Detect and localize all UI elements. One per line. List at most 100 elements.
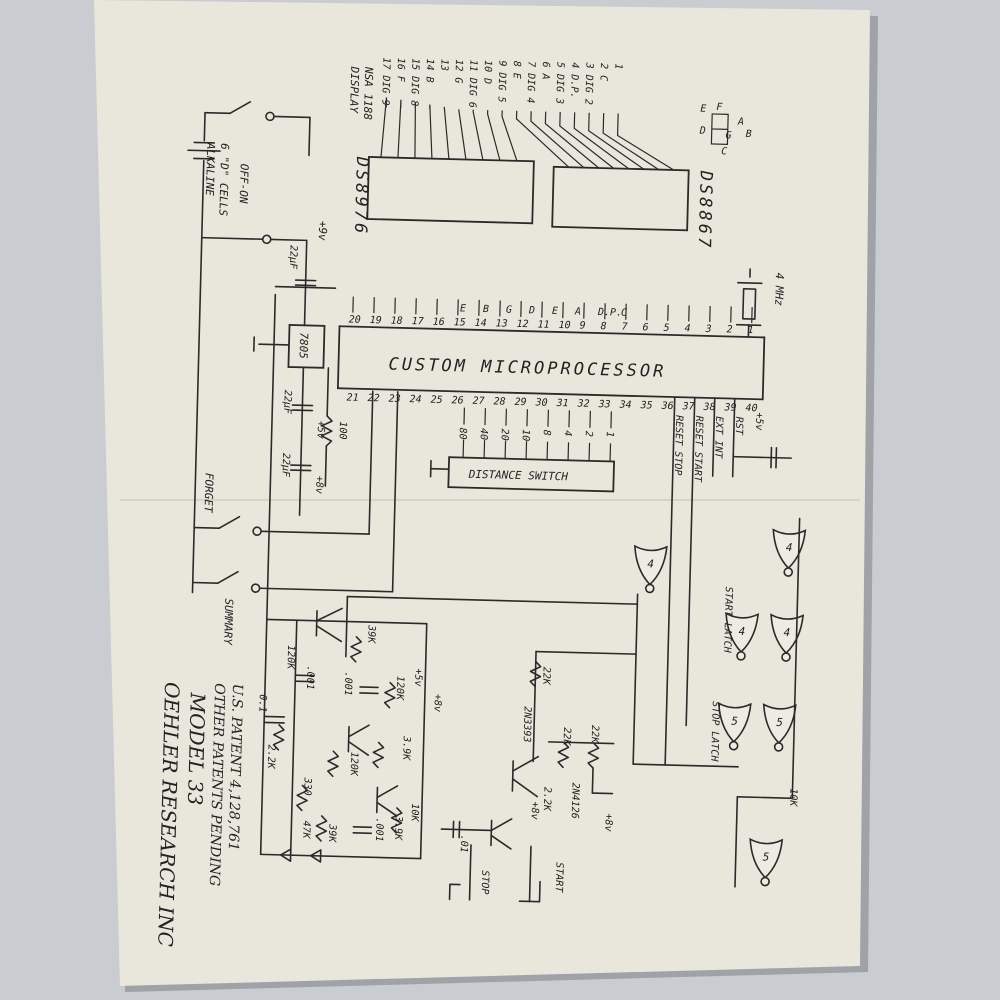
mcu-pin-number: 3 — [704, 324, 711, 335]
r330-label: 330 — [301, 776, 312, 795]
cap-22uf-label-2: 22µF — [281, 390, 293, 415]
crystal-4mhz — [735, 268, 763, 338]
display-wiring — [380, 97, 675, 171]
mcu-pin-number: 39 — [723, 402, 736, 413]
display-pin-label: 12 G — [452, 59, 464, 83]
r2-2k-label-2: 2.2K — [541, 787, 553, 812]
segment-letter: C — [621, 308, 627, 319]
r3-9k-label-2: 3.9K — [392, 815, 404, 841]
svg-text:G: G — [725, 130, 731, 141]
display-pin-label: 6 A — [540, 61, 551, 79]
input-section — [440, 650, 739, 903]
svg-text:B: B — [746, 129, 752, 140]
segment-letter: E — [460, 303, 466, 314]
segment-letter: G — [506, 305, 512, 316]
r120k-label-1: 120K — [284, 645, 296, 670]
mcu-pin-number: 33 — [597, 399, 610, 410]
pending-text: OTHER PATENTS PENDING — [206, 683, 227, 886]
display-pin-label: 4 D.P. — [568, 62, 580, 98]
gate-number: 4 — [783, 626, 790, 639]
mcu-pin-number: 10 — [558, 320, 570, 331]
svg-text:C: C — [721, 146, 727, 157]
mcu-pin-number: 40 — [745, 403, 757, 414]
r47k-label: 47K — [300, 820, 311, 839]
mcu-pin-number: 35 — [639, 400, 652, 411]
display-pin-label: 16 F — [394, 58, 406, 83]
mcu-pin-number: 17 — [412, 316, 424, 327]
plus5-label-2: +5v — [753, 412, 764, 430]
onoff-label: OFF-ON — [237, 164, 251, 204]
r22k-label-2: 22K — [561, 727, 572, 746]
schematic: OFF-ON 6 "D" CELLS ALKALINE +9v 7805 22µ… — [153, 57, 807, 947]
wire — [487, 110, 501, 161]
plus5-label: +5v — [315, 421, 326, 439]
forget-switch — [193, 515, 370, 536]
mcu-pin-number: 26 — [451, 395, 463, 406]
segment-letter: B — [483, 304, 489, 315]
segment-letter: D.P. — [597, 307, 622, 319]
mcu-pin-number: 23 — [388, 394, 400, 405]
display-pin-label: 8 E — [511, 61, 522, 79]
chip-ds8976 — [366, 156, 535, 225]
paper-sheet — [94, 0, 870, 986]
distance-value: 20 — [499, 428, 510, 440]
r39k-label-2: 39K — [326, 823, 338, 843]
gate-number: 4 — [738, 625, 745, 638]
nor-gate: 4 — [633, 544, 668, 594]
distance-switch-label: DISTANCE SWITCH — [468, 468, 569, 484]
distance-value: 1 — [604, 431, 615, 437]
plus5-label-3: +5v — [412, 668, 423, 686]
crystal-label: 4 MHz — [772, 273, 786, 307]
plus8-label-2: +8v — [431, 694, 442, 712]
r2-2k-label-1: 2.2K — [265, 744, 277, 769]
mcu-pin-number: 6 — [642, 322, 648, 333]
start-label: START — [553, 862, 565, 893]
r100-label: 100 — [337, 421, 348, 439]
display-pin-label: 7 DIG 4 — [524, 61, 536, 103]
distance-value: 80 — [457, 427, 468, 439]
wire — [530, 111, 585, 169]
mcu-pin-number: 21 — [346, 392, 358, 403]
distance-value: 4 — [562, 430, 573, 436]
gate-number: 4 — [647, 557, 654, 570]
distance-value: 10 — [520, 429, 531, 441]
ds8867-label: DS8867 — [694, 170, 716, 251]
custom-microprocessor — [336, 325, 766, 401]
mcu-pin-number: 16 — [432, 317, 444, 328]
mcu-pin-number: 30 — [534, 397, 547, 408]
capacitor-22uf-3 — [289, 464, 312, 472]
patent-text: U.S. PATENT 4,128,761 — [225, 683, 245, 851]
wire — [559, 111, 615, 169]
mcu-pin-number: 14 — [474, 318, 486, 329]
plus8-label-1: +8v — [313, 476, 324, 494]
forget-label: FORGET — [202, 473, 216, 514]
c001-label-3: .001 — [373, 817, 385, 841]
reset-start-label: RESET START — [692, 416, 705, 483]
distance-value: 2 — [583, 431, 594, 437]
wire — [616, 113, 675, 171]
nor-gate: 4 — [772, 528, 807, 577]
wire — [443, 106, 450, 160]
mcu-pin-number: 4 — [684, 323, 690, 334]
ext-int-label: EXT INT — [712, 416, 724, 459]
mcu-pin-number: 1 — [747, 325, 753, 336]
c001-label-2: .001 — [342, 671, 354, 695]
transistor-q3 — [375, 785, 399, 817]
summary-switch — [191, 570, 394, 593]
rst-label: RST — [733, 417, 744, 436]
wire — [458, 109, 467, 160]
mcu-pin-number: 18 — [391, 316, 403, 327]
mcu-pin-number: 2 — [726, 324, 732, 335]
nor-gate: 4 — [770, 613, 805, 662]
r3-9k-label-1: 3.9K — [400, 735, 412, 761]
alkaline-label: ALKALINE — [203, 142, 217, 197]
start-latch-label: START LATCH — [721, 586, 734, 653]
segment-letter: D — [528, 305, 535, 316]
c01-label-2: .01 — [458, 835, 469, 853]
power-switch — [200, 101, 311, 245]
r22k-label-1: 22K — [540, 667, 551, 686]
